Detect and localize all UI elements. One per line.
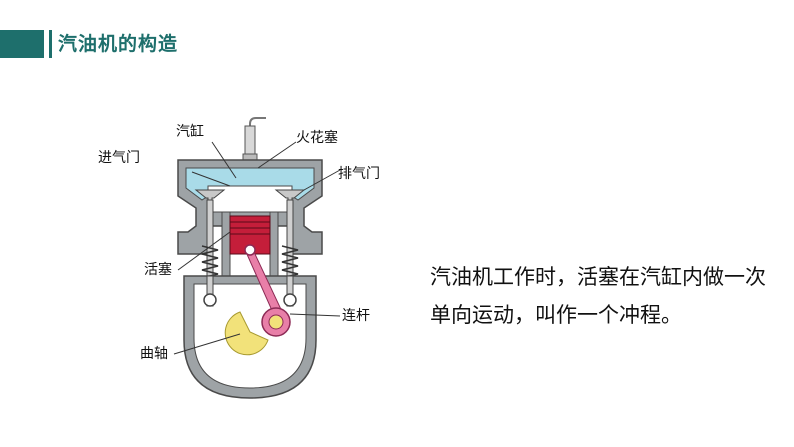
- label-spark-plug: 火花塞: [296, 130, 338, 146]
- engine-diagram: 汽缸 火花塞 进气门 排气门 活塞 连杆 曲轴: [90, 108, 396, 426]
- slide-title: 汽油机的构造: [58, 33, 179, 55]
- piston-pin: [244, 244, 256, 256]
- intake-valve-spring: [201, 245, 219, 279]
- leader-piston: [177, 231, 231, 271]
- leader-exhaust-valve: [303, 169, 341, 191]
- leader-spark-plug: [257, 141, 297, 169]
- label-intake-valve: 进气门: [98, 150, 140, 166]
- label-exhaust-valve: 排气门: [338, 166, 380, 182]
- exhaust-valve-spring: [281, 245, 299, 279]
- spark-plug-wire: [249, 117, 266, 142]
- crank-pin: [268, 314, 284, 330]
- label-piston: 活塞: [144, 262, 172, 278]
- engine-diagram-art: [90, 108, 396, 426]
- leader-crankshaft: [173, 333, 241, 355]
- spark-plug-body: [244, 125, 256, 155]
- crank-disc: [224, 311, 269, 356]
- label-cylinder: 汽缸: [176, 124, 204, 140]
- cylinder-wall-right: [269, 211, 279, 283]
- label-connecting-rod: 连杆: [342, 308, 370, 324]
- header-accent-line: [49, 30, 52, 58]
- description-text: 汽油机工作时，活塞在汽缸内做一次单向运动，叫作一个冲程。: [430, 265, 766, 327]
- leader-connecting-rod: [289, 313, 341, 317]
- leader-intake-valve: [191, 171, 231, 187]
- cylinder-wall-left: [221, 211, 231, 283]
- header-accent-bar: [0, 30, 44, 58]
- label-crankshaft: 曲轴: [140, 346, 168, 362]
- exhaust-valve-pin-front: [283, 293, 297, 307]
- leader-cylinder: [211, 141, 237, 179]
- intake-valve-pin-front: [203, 293, 217, 307]
